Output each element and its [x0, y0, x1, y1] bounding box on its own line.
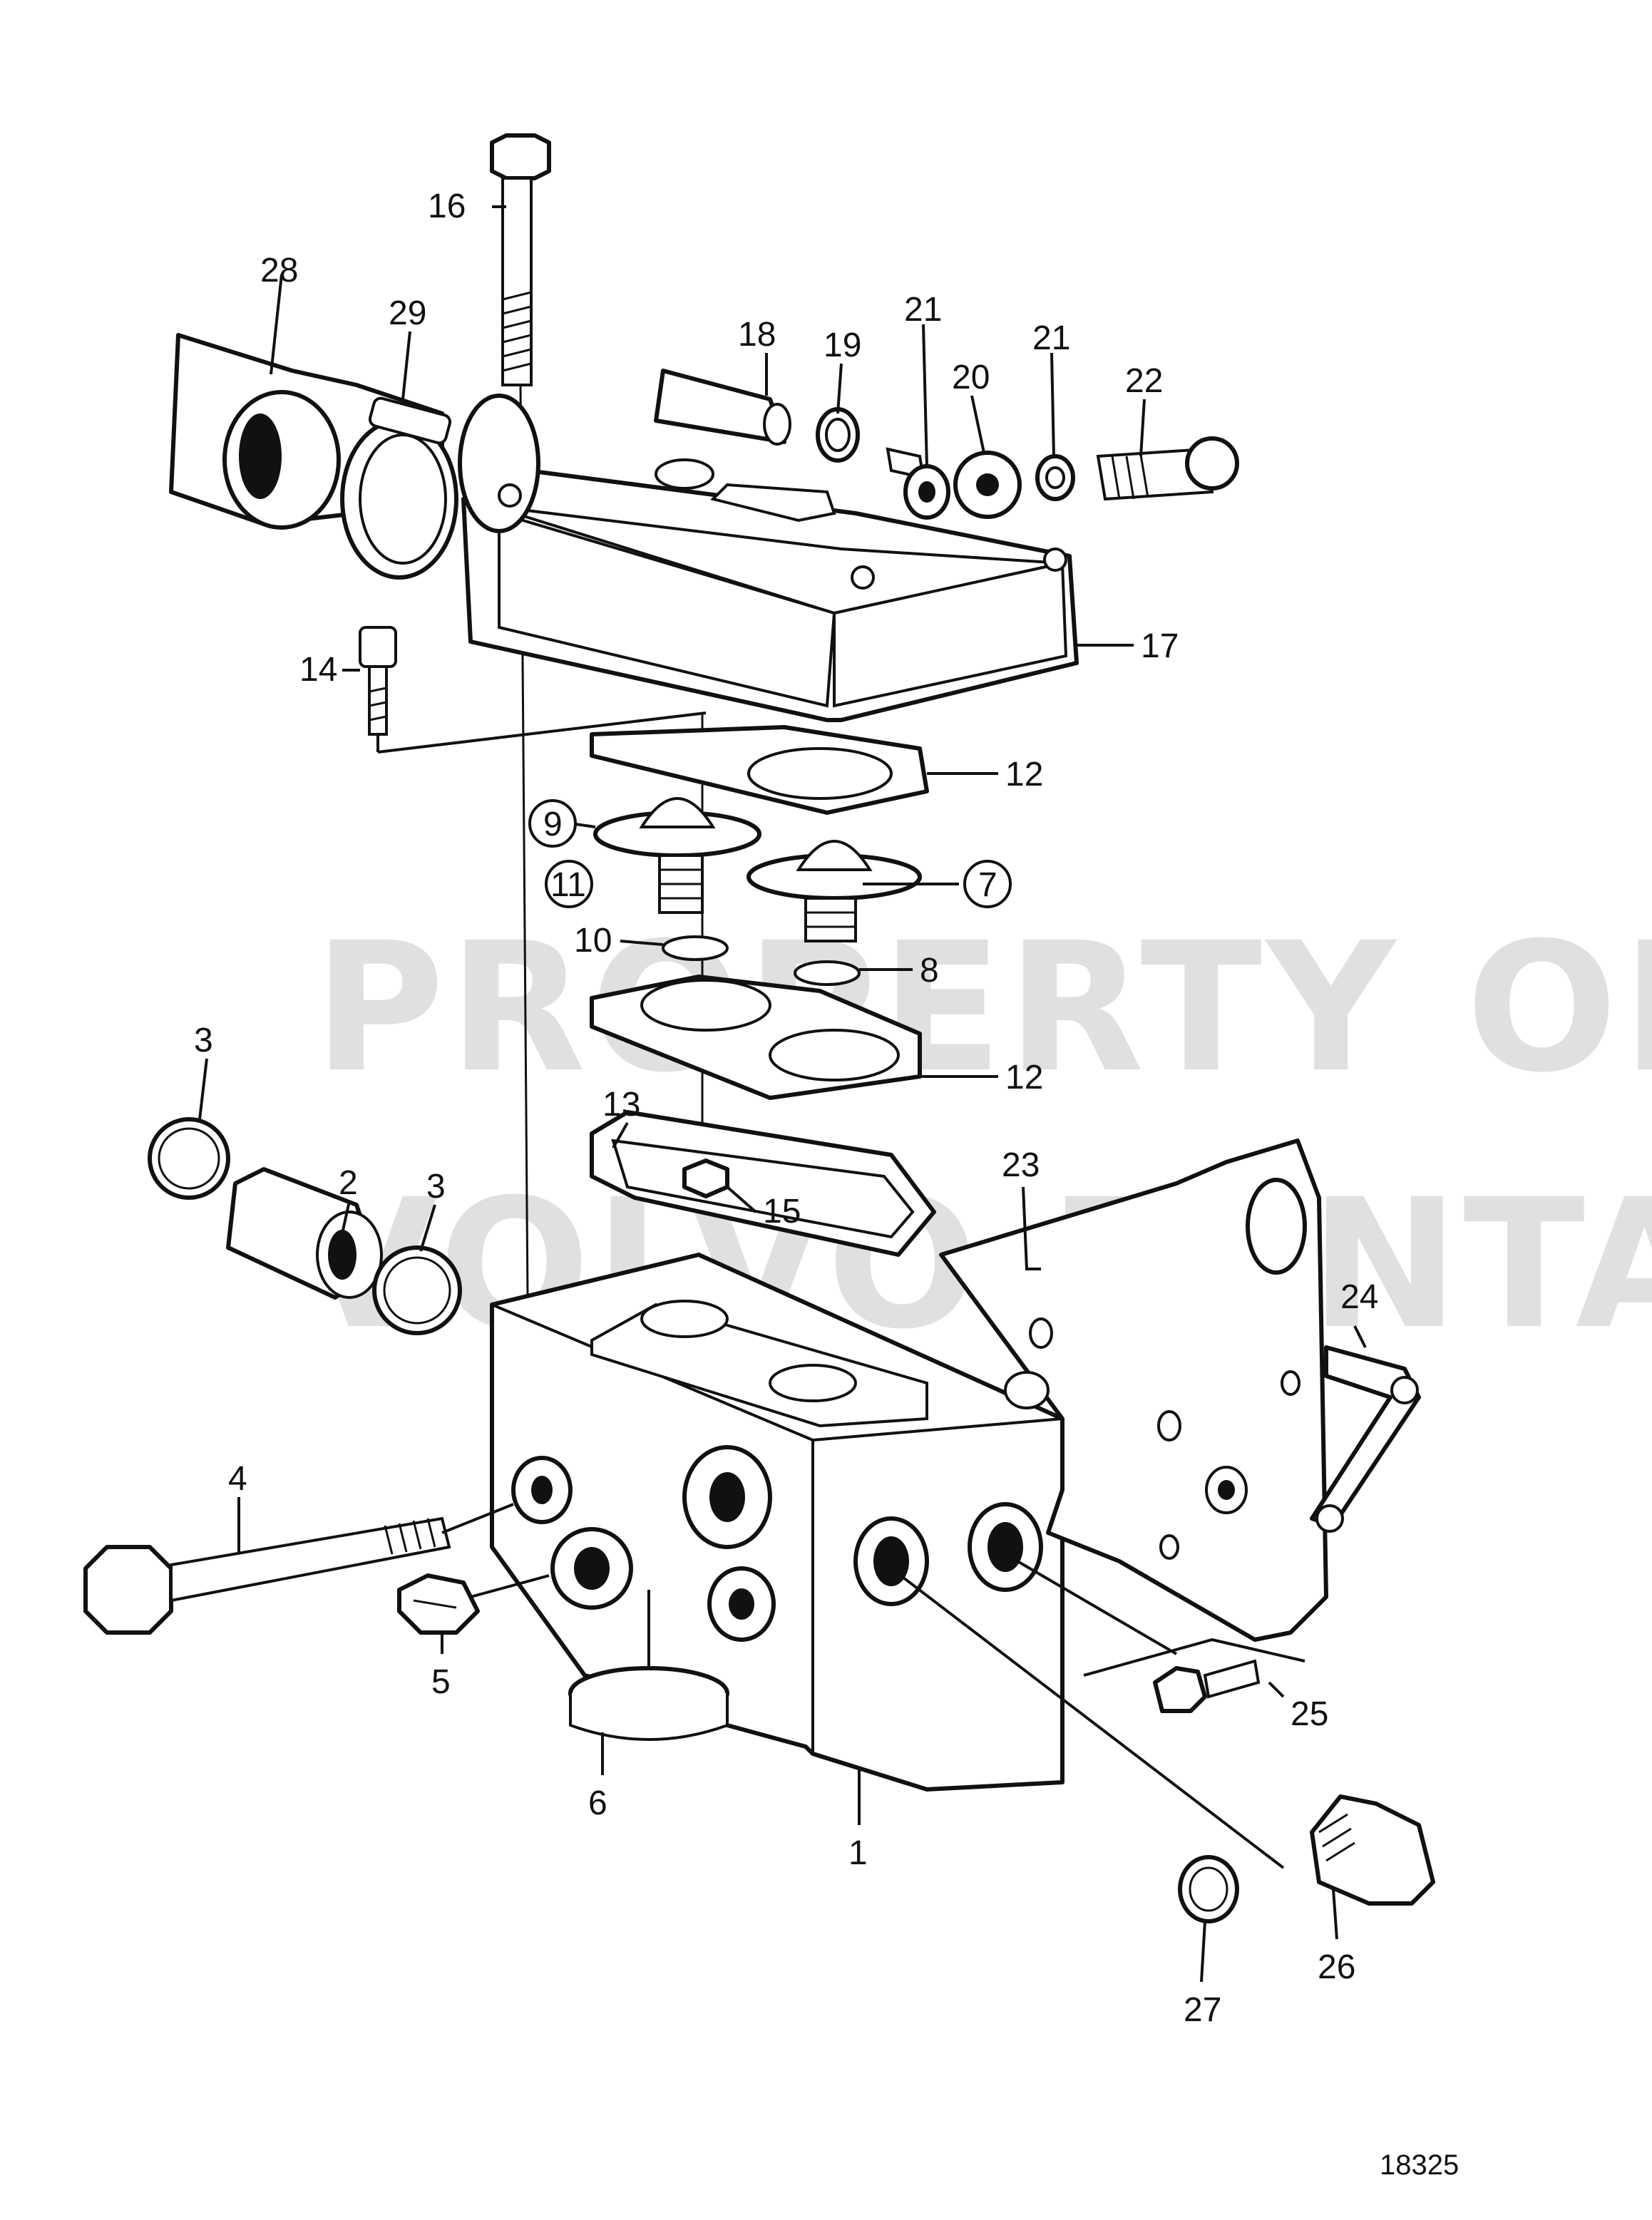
label-4: 4: [228, 1460, 247, 1498]
thermostat-cover-part-17: [458, 394, 1079, 722]
label-21b: 21: [1032, 319, 1070, 357]
label-25: 25: [1291, 1695, 1328, 1733]
plug-part-26: [1310, 1794, 1435, 1906]
label-13: 13: [602, 1086, 640, 1124]
label-1: 1: [848, 1834, 868, 1872]
sleeve-part-2: [226, 1167, 383, 1300]
label-19: 19: [824, 327, 861, 364]
gasket-part-12-upper: [590, 725, 929, 815]
label-12a: 12: [1005, 756, 1043, 793]
leader-25-bracket: [1083, 1638, 1305, 1677]
label-3b: 3: [426, 1168, 446, 1206]
label-15: 15: [763, 1193, 801, 1230]
clamp-part-19: [816, 407, 860, 463]
bolt-part-25: [1153, 1659, 1261, 1713]
thermostat-part-7: [747, 840, 922, 942]
label-8: 8: [920, 952, 939, 990]
seal-ring-part-6: [568, 1666, 729, 1741]
watermark-line-1: PROPERTY OF: [314, 904, 1652, 1111]
part-labels: 16 28 29 18 19 21 20 21 22 17 14 12 9 11…: [194, 187, 1378, 2029]
label-16: 16: [428, 187, 466, 225]
label-9: 9: [543, 806, 563, 843]
label-6: 6: [588, 1784, 607, 1822]
label-28: 28: [260, 252, 298, 289]
leader-4-housing: [441, 1503, 514, 1534]
label-12b: 12: [1005, 1059, 1043, 1096]
leader-26-27: [890, 1567, 1285, 1869]
label-11: 11: [550, 866, 586, 904]
gasket-part-13: [590, 1110, 936, 1257]
circle-label-9: [528, 799, 577, 848]
banjo-part-20: [953, 451, 1022, 519]
label-17: 17: [1141, 627, 1179, 665]
o-ring-part-3-left: [148, 1117, 230, 1200]
o-ring-part-3-right: [372, 1245, 462, 1335]
thermostat-housing-part-1: [490, 1253, 1064, 1792]
screw-part-14: [359, 626, 397, 736]
label-27: 27: [1184, 1991, 1221, 2029]
label-24: 24: [1340, 1278, 1378, 1316]
label-23: 23: [1002, 1146, 1040, 1184]
label-29: 29: [389, 294, 426, 332]
label-2: 2: [339, 1164, 358, 1202]
label-7: 7: [978, 866, 997, 904]
strap-part-24: [1310, 1345, 1421, 1533]
label-5: 5: [431, 1663, 451, 1701]
label-22: 22: [1125, 362, 1163, 400]
leader-25-port: [1004, 1553, 1178, 1655]
bolt-part-16: [490, 133, 551, 386]
seal-part-8: [794, 960, 861, 986]
label-10: 10: [574, 922, 612, 960]
circle-label-7: [963, 860, 1012, 908]
label-3a: 3: [194, 1022, 213, 1059]
circle-label-11: [545, 860, 593, 908]
figure-number: 18325: [1380, 2149, 1459, 2181]
seal-part-10: [662, 935, 729, 961]
leader-14b: [377, 711, 707, 754]
hose-clamp-part-29: [340, 396, 458, 580]
label-14: 14: [299, 651, 337, 689]
label-20: 20: [952, 359, 990, 396]
label-26: 26: [1318, 1948, 1355, 1986]
nut-part-15: [682, 1158, 729, 1198]
bracket-part-23: [939, 1139, 1328, 1642]
gasket-part-12-lower: [590, 975, 922, 1100]
leader-5-housing: [470, 1574, 550, 1598]
thermostat-part-9: [593, 797, 761, 914]
banjo-bolt-part-22: [1096, 436, 1239, 501]
washer-part-27: [1178, 1855, 1239, 1923]
plug-part-5: [397, 1573, 480, 1635]
label-18: 18: [738, 316, 776, 354]
nipple-part-21a: [886, 447, 950, 520]
small-hose-part-18: [654, 369, 791, 446]
bolt-part-4: [83, 1516, 451, 1635]
washer-part-21b: [1035, 454, 1075, 501]
label-21a: 21: [904, 291, 942, 329]
